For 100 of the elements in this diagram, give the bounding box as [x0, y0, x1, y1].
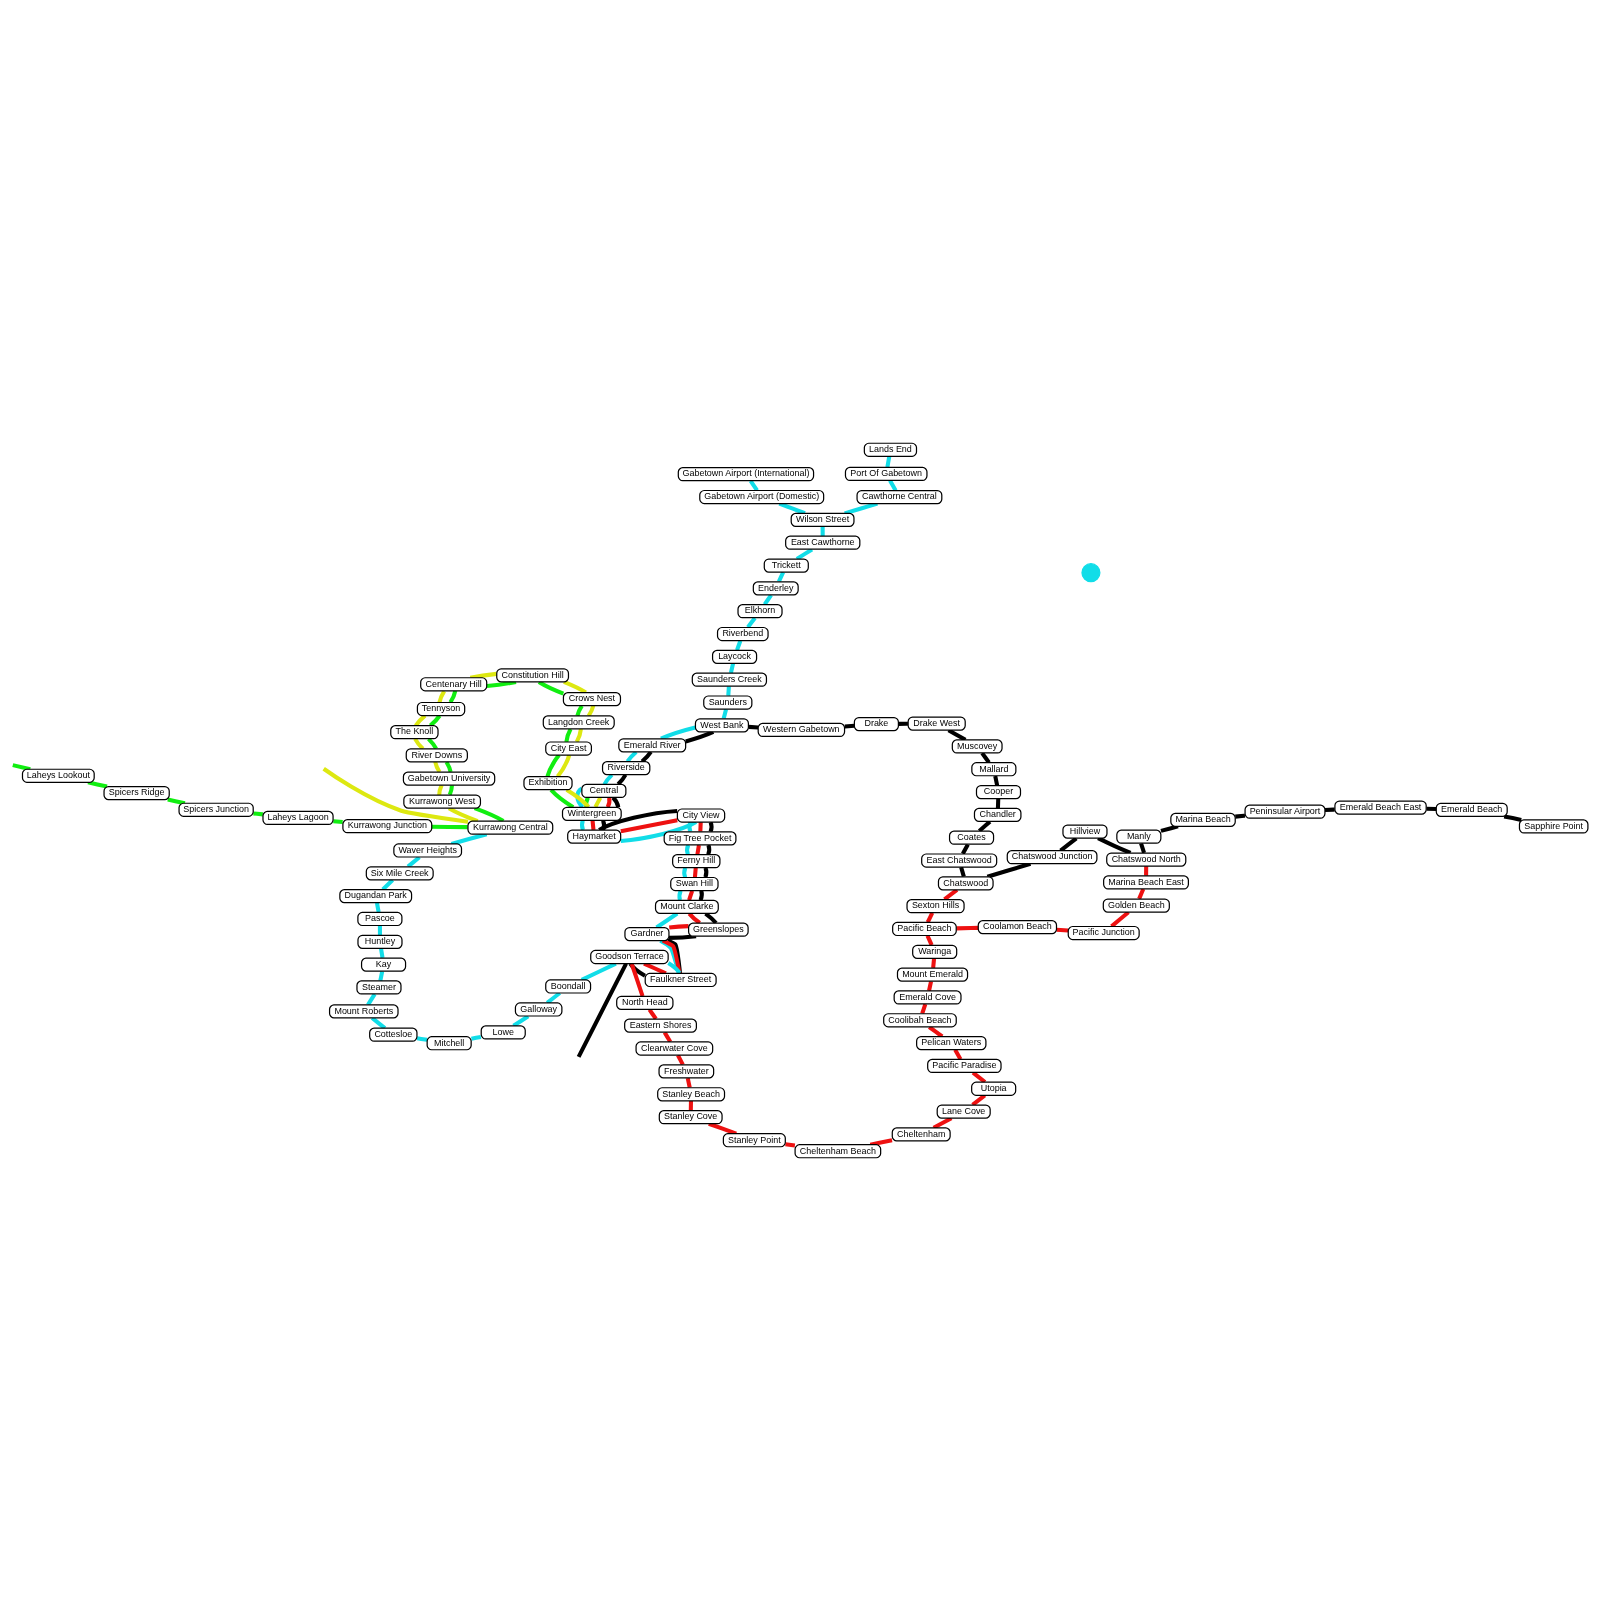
connector: [620, 817, 678, 833]
node-box: City East: [545, 740, 592, 756]
node-box: Pacific Junction: [1067, 925, 1140, 940]
node-box: Laheys Lagoon: [262, 810, 334, 825]
connector: [953, 1048, 963, 1060]
node-box: Cawthorne Central: [856, 489, 943, 504]
node-box: Laheys Lookout: [21, 768, 95, 783]
node-box: Eastern Shores: [624, 1018, 697, 1033]
connector: [677, 889, 683, 900]
node-box: Coolamon Beach: [977, 919, 1058, 934]
node-box: Chatswood North: [1106, 851, 1187, 867]
connector: [437, 689, 446, 703]
connector: [1056, 927, 1069, 933]
node-box: Cottesloe: [369, 1027, 418, 1042]
connector: [1059, 836, 1078, 852]
connector: [682, 866, 688, 878]
node-circle: [1081, 562, 1101, 582]
node-box: Cheltenham Beach: [794, 1143, 882, 1158]
connector: [87, 779, 108, 788]
connector: [640, 750, 653, 763]
connector: [575, 786, 585, 808]
node-box: Lane Cove: [936, 1103, 991, 1119]
node-box: Marina Beach East: [1103, 874, 1189, 890]
connector: [333, 818, 343, 824]
node-box: Kurrawong West: [403, 793, 482, 809]
node-box: Port Of Gabetown: [844, 466, 928, 481]
connector: [925, 934, 934, 946]
connector: [1426, 806, 1437, 811]
node-box: Riverside: [601, 760, 651, 775]
connector: [545, 753, 561, 777]
connector: [593, 796, 603, 808]
connector: [708, 1121, 737, 1136]
connector: [486, 679, 517, 688]
node-box: River Downs: [405, 747, 468, 762]
connector: [687, 911, 701, 925]
node-box: Mitchell: [426, 1035, 472, 1050]
node-box: Stanley Cove: [658, 1109, 723, 1124]
connector: [381, 878, 395, 891]
node-box: Sapphire Point: [1518, 818, 1589, 834]
node-box: Galloway: [514, 1001, 563, 1017]
node-box: Mount Clarke: [654, 899, 719, 914]
node-box: Waver Heights: [393, 842, 463, 858]
node-box: Centenary Hill: [420, 676, 488, 691]
node-box: Golden Beach: [1102, 897, 1170, 913]
connector: [628, 961, 646, 978]
connector: [698, 889, 704, 901]
connector: [735, 639, 743, 651]
connector: [728, 662, 736, 673]
connector: [993, 775, 1000, 786]
node-box: Drake: [853, 716, 899, 731]
node-box: Chandler: [973, 807, 1022, 822]
node-box: Boondall: [545, 978, 592, 994]
node-box: Mount Roberts: [328, 1003, 399, 1018]
node-box: Drake West: [907, 715, 966, 731]
connector: [688, 1100, 693, 1110]
node-box: The Knoll: [390, 724, 439, 739]
node-box: Kurrawong Junction: [342, 818, 433, 833]
node-box: Pacific Paradise: [927, 1058, 1002, 1073]
node-box: Pacific Beach: [892, 921, 957, 936]
connector: [1235, 813, 1246, 819]
connector: [785, 1141, 796, 1148]
node-box: Trickett: [763, 557, 809, 573]
node-box: Laycock: [711, 649, 758, 664]
node-box: Marina Beach: [1170, 812, 1236, 827]
node-box: Haymarket: [567, 829, 622, 844]
node-box: Mallard: [971, 761, 1017, 776]
node-box: Spicers Ridge: [103, 785, 170, 800]
node-box: Spicers Junction: [178, 802, 254, 817]
node-box: Emerald Beach East: [1334, 799, 1427, 815]
node-box: Chatswood Junction: [1006, 849, 1098, 864]
connector: [253, 810, 263, 816]
connector: [778, 501, 806, 515]
node-box: Wintergreen: [561, 806, 622, 821]
connector: [655, 911, 679, 929]
connector: [660, 724, 696, 741]
connector: [995, 798, 1001, 808]
connector: [427, 736, 438, 750]
connector: [703, 866, 709, 878]
node-box: Dugandan Park: [339, 888, 413, 903]
node-box: Faulkner Street: [644, 972, 717, 987]
node-box: Saunders Creek: [691, 672, 768, 687]
connector: [687, 889, 695, 901]
node-box: Exhibition: [523, 775, 573, 790]
connector: [748, 479, 759, 491]
node-box: Pascoe: [357, 911, 403, 926]
connector: [971, 1070, 987, 1084]
node-box: Muscovey: [951, 738, 1003, 754]
connector: [977, 819, 992, 832]
connector: [469, 671, 497, 680]
connector: [820, 526, 825, 536]
node-box: Clearwater Cove: [635, 1040, 714, 1056]
node-box: Sexton Hills: [906, 898, 965, 913]
connector: [956, 925, 979, 930]
connector: [844, 723, 855, 729]
connector: [322, 766, 469, 824]
connector: [668, 933, 697, 940]
node-box: Chatswood: [937, 875, 994, 890]
connector: [576, 962, 628, 1058]
node-box: Hillview: [1062, 823, 1108, 839]
connector: [611, 795, 621, 808]
